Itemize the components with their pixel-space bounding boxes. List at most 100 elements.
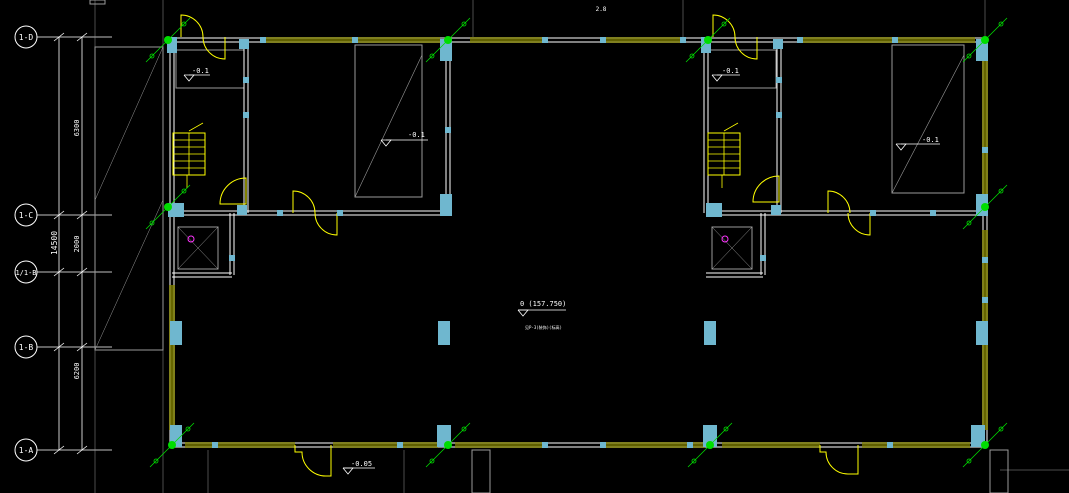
paving-block — [989, 449, 1009, 493]
structural-column — [976, 39, 988, 61]
axis-intersection-marker-tick — [153, 458, 159, 464]
dimension-tick — [76, 210, 88, 220]
axis-bubble-1-A[interactable]: 1-A — [14, 438, 38, 462]
axis-intersection-marker-tick — [185, 426, 191, 432]
door-top-right-2 — [734, 36, 758, 60]
elevation-note-main: 见P-3(装饰)(标高) — [525, 324, 562, 330]
axis-bubble-1-1-B[interactable]: 1/1-B — [14, 260, 38, 284]
shaft-right-diag — [711, 226, 753, 270]
wall-pier — [680, 37, 686, 43]
shaft-left — [177, 226, 219, 270]
room-outline-right — [891, 44, 965, 194]
shaft-right — [711, 226, 753, 270]
axis-intersection-marker-tick — [149, 53, 155, 59]
top-left-mark — [89, 0, 106, 5]
wall-pier — [229, 255, 235, 261]
dimension-tick — [53, 445, 65, 455]
wall-pier — [982, 257, 988, 263]
shaft-right-symbol — [721, 235, 729, 243]
axis-bubble-1-D[interactable]: 1-D — [14, 25, 38, 49]
elevation-mark-right-top: -0.1 — [711, 67, 740, 82]
elevation-text: -0.1 — [922, 136, 939, 144]
wall-pier — [397, 442, 403, 448]
wall-pier — [982, 147, 988, 153]
structural-column — [167, 37, 177, 53]
external-area-diagonal — [94, 46, 164, 201]
dimension-tick — [53, 210, 65, 220]
room-outline-left — [354, 44, 423, 198]
room-diagonal — [891, 54, 965, 194]
structural-column — [168, 203, 184, 217]
small-room-outline-left — [175, 49, 245, 89]
wall-pier — [687, 442, 693, 448]
stair-right-flight — [723, 122, 739, 132]
door-core-left — [219, 177, 247, 205]
axis-intersection-marker-tick — [998, 21, 1004, 27]
wall-pier — [277, 210, 283, 216]
wall-pier — [243, 112, 249, 118]
axis-intersection-marker-tick — [149, 220, 155, 226]
axis-label-1-1-B: 1/1-B — [15, 269, 36, 277]
wall-pier — [982, 297, 988, 303]
wall-pier — [445, 127, 451, 133]
dimension-tick — [53, 32, 65, 42]
axis-intersection-marker-tick — [181, 188, 187, 194]
structural-column — [440, 194, 452, 216]
wall-pier — [243, 77, 249, 83]
structural-column — [438, 321, 450, 345]
axis-label-1-A: 1-A — [19, 446, 34, 455]
axis-intersection-marker-tick — [721, 21, 727, 27]
wall-pier — [600, 37, 606, 43]
dimension-tick — [76, 32, 88, 42]
wall-pier — [542, 37, 548, 43]
axis-label-1-C: 1-C — [19, 211, 34, 220]
axis-intersection-marker-tick — [691, 458, 697, 464]
walls — [169, 37, 988, 448]
elevation-text: -0.1 — [408, 131, 425, 139]
axis-label-1-D: 1-D — [19, 33, 34, 42]
structural-column — [237, 205, 247, 215]
wall-pier — [870, 210, 876, 216]
axis-intersection-marker-tick — [181, 21, 187, 27]
structural-column — [971, 425, 985, 447]
dimension-tick — [76, 342, 88, 352]
wall-pier — [337, 210, 343, 216]
dimension-tick — [53, 267, 65, 277]
grid-lines — [37, 0, 1069, 493]
structural-column — [704, 321, 716, 345]
door-c-left-2 — [314, 212, 338, 236]
axis-label-1-B: 1-B — [19, 343, 34, 352]
elevation-text: -0.1 — [192, 67, 209, 75]
elevation-text-entrance: -0.05 — [351, 460, 372, 468]
wall-pier — [892, 37, 898, 43]
shaft-left-diag — [177, 226, 219, 270]
dimension-d-c: 6300 — [73, 120, 81, 137]
entrance-door-right — [819, 445, 859, 475]
wall-pier — [600, 442, 606, 448]
structural-column — [706, 203, 722, 217]
axis-bubble-1-B[interactable]: 1-B — [14, 335, 38, 359]
structural-column — [239, 39, 249, 49]
wall-pier — [776, 112, 782, 118]
axis-intersection-marker-tick — [998, 188, 1004, 194]
dimension-c-1b: 2000 — [73, 236, 81, 253]
structural-column — [170, 321, 182, 345]
axis-intersection-marker-tick — [966, 53, 972, 59]
elevation-text-main: 0 (157.750) — [520, 300, 566, 308]
axis-intersection-marker-tick — [429, 53, 435, 59]
wall-pier — [797, 37, 803, 43]
door-c-right-2 — [847, 212, 871, 236]
structural-column — [701, 37, 711, 53]
axis-bubble-1-C[interactable]: 1-C — [14, 203, 38, 227]
axis-intersection-marker-tick — [966, 458, 972, 464]
wall-pier — [887, 442, 893, 448]
door-top-left-1 — [180, 14, 204, 38]
door-top-right-1 — [712, 14, 736, 38]
wall-pier — [542, 442, 548, 448]
top-label: 2.8 — [596, 6, 607, 13]
columns — [167, 37, 988, 448]
elevation-mark-main: 0 (157.750) 见P-3(装饰)(标高) — [517, 300, 566, 330]
room-diagonal — [354, 54, 423, 198]
axis-intersection-marker-tick — [723, 426, 729, 432]
